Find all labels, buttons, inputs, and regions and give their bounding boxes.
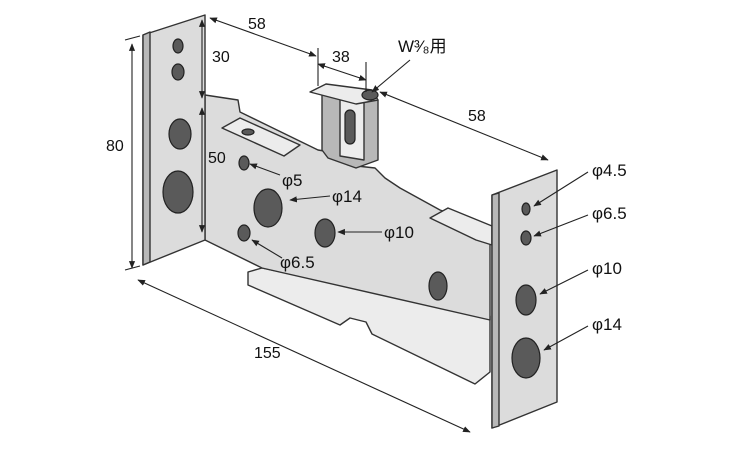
callout-d5: φ5 [282,171,302,190]
top-left-tab [221,117,301,157]
left-end-plate-edge [142,31,151,266]
right-hole-14 [511,337,541,379]
left-hole-4 [162,170,194,214]
web-hole-10 [314,218,336,248]
dim-line-155 [137,279,471,433]
leader-d5 [249,163,281,176]
rod-holder-slot [344,109,356,145]
dim-50-label: 50 [208,150,226,167]
dim-30-label: 30 [212,49,230,66]
leader-bolt [371,59,411,93]
dim-38-label: 38 [332,49,350,66]
dim-line-58-top [209,17,317,57]
callout-d6-5-center: φ6.5 [280,253,315,272]
callout-r10: φ10 [592,259,622,278]
right-hole-6-5 [520,230,532,246]
right-hole-4-5 [521,202,531,216]
left-hole-2 [171,63,185,81]
dim-80-label: 80 [106,138,124,155]
leader-d6-5 [251,239,283,259]
callout-r6-5: φ6.5 [592,204,627,223]
left-hole-1 [172,38,184,54]
web-hole-right [428,271,448,301]
leader-r14 [543,325,589,351]
dim-58-right-label: 58 [468,108,486,125]
leader-r4-5 [533,171,589,207]
dim-line-58-right [379,91,549,161]
right-end-plate-edge [491,192,500,429]
leader-r6-5 [533,214,589,237]
right-hole-10 [515,284,537,316]
callout-d10-center: φ10 [384,223,414,242]
leader-d14 [289,195,331,203]
bolt-size-label: W³⁄₈用 [398,37,447,56]
callout-r4-5: φ4.5 [592,161,627,180]
dim-155-label: 155 [254,345,281,362]
rod-holder-bore [361,89,379,101]
top-left-tab-slot [241,128,255,136]
dim-line-38 [317,63,367,81]
web-hole-14 [253,188,283,228]
callout-d14-center: φ14 [332,187,362,206]
web-hole-5 [238,155,250,171]
callout-r14: φ14 [592,315,622,334]
dim-58-top-label: 58 [248,16,266,33]
web-hole-6-5 [237,224,251,242]
left-hole-3 [168,118,192,150]
leader-r10 [539,269,589,295]
